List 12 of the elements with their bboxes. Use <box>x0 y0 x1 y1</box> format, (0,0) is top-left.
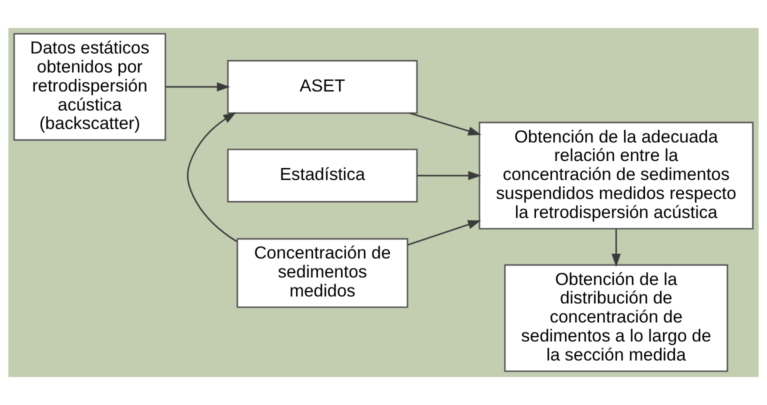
node-box: Datos estáticos obtenidos por retrodispersión acústica (backscatter) <box>13 33 166 141</box>
arrow <box>410 112 482 136</box>
node-box: Concentración de sedimentos medidos <box>236 238 408 308</box>
node-box: Obtención de la adecuada relación entre la concentración de sedimentos suspendidos medidos respecto la retrodispersión acústica <box>478 122 754 230</box>
arrow <box>417 171 482 180</box>
node-box: ASET <box>227 60 418 114</box>
arrow <box>407 220 482 246</box>
node-box: Estadística <box>227 148 418 202</box>
node-box: Obtención de la distribución de concentración de sedimentos a lo largo de la sección medida <box>504 264 728 372</box>
arrow <box>186 112 238 242</box>
arrow <box>612 229 621 267</box>
arrow <box>166 82 230 92</box>
